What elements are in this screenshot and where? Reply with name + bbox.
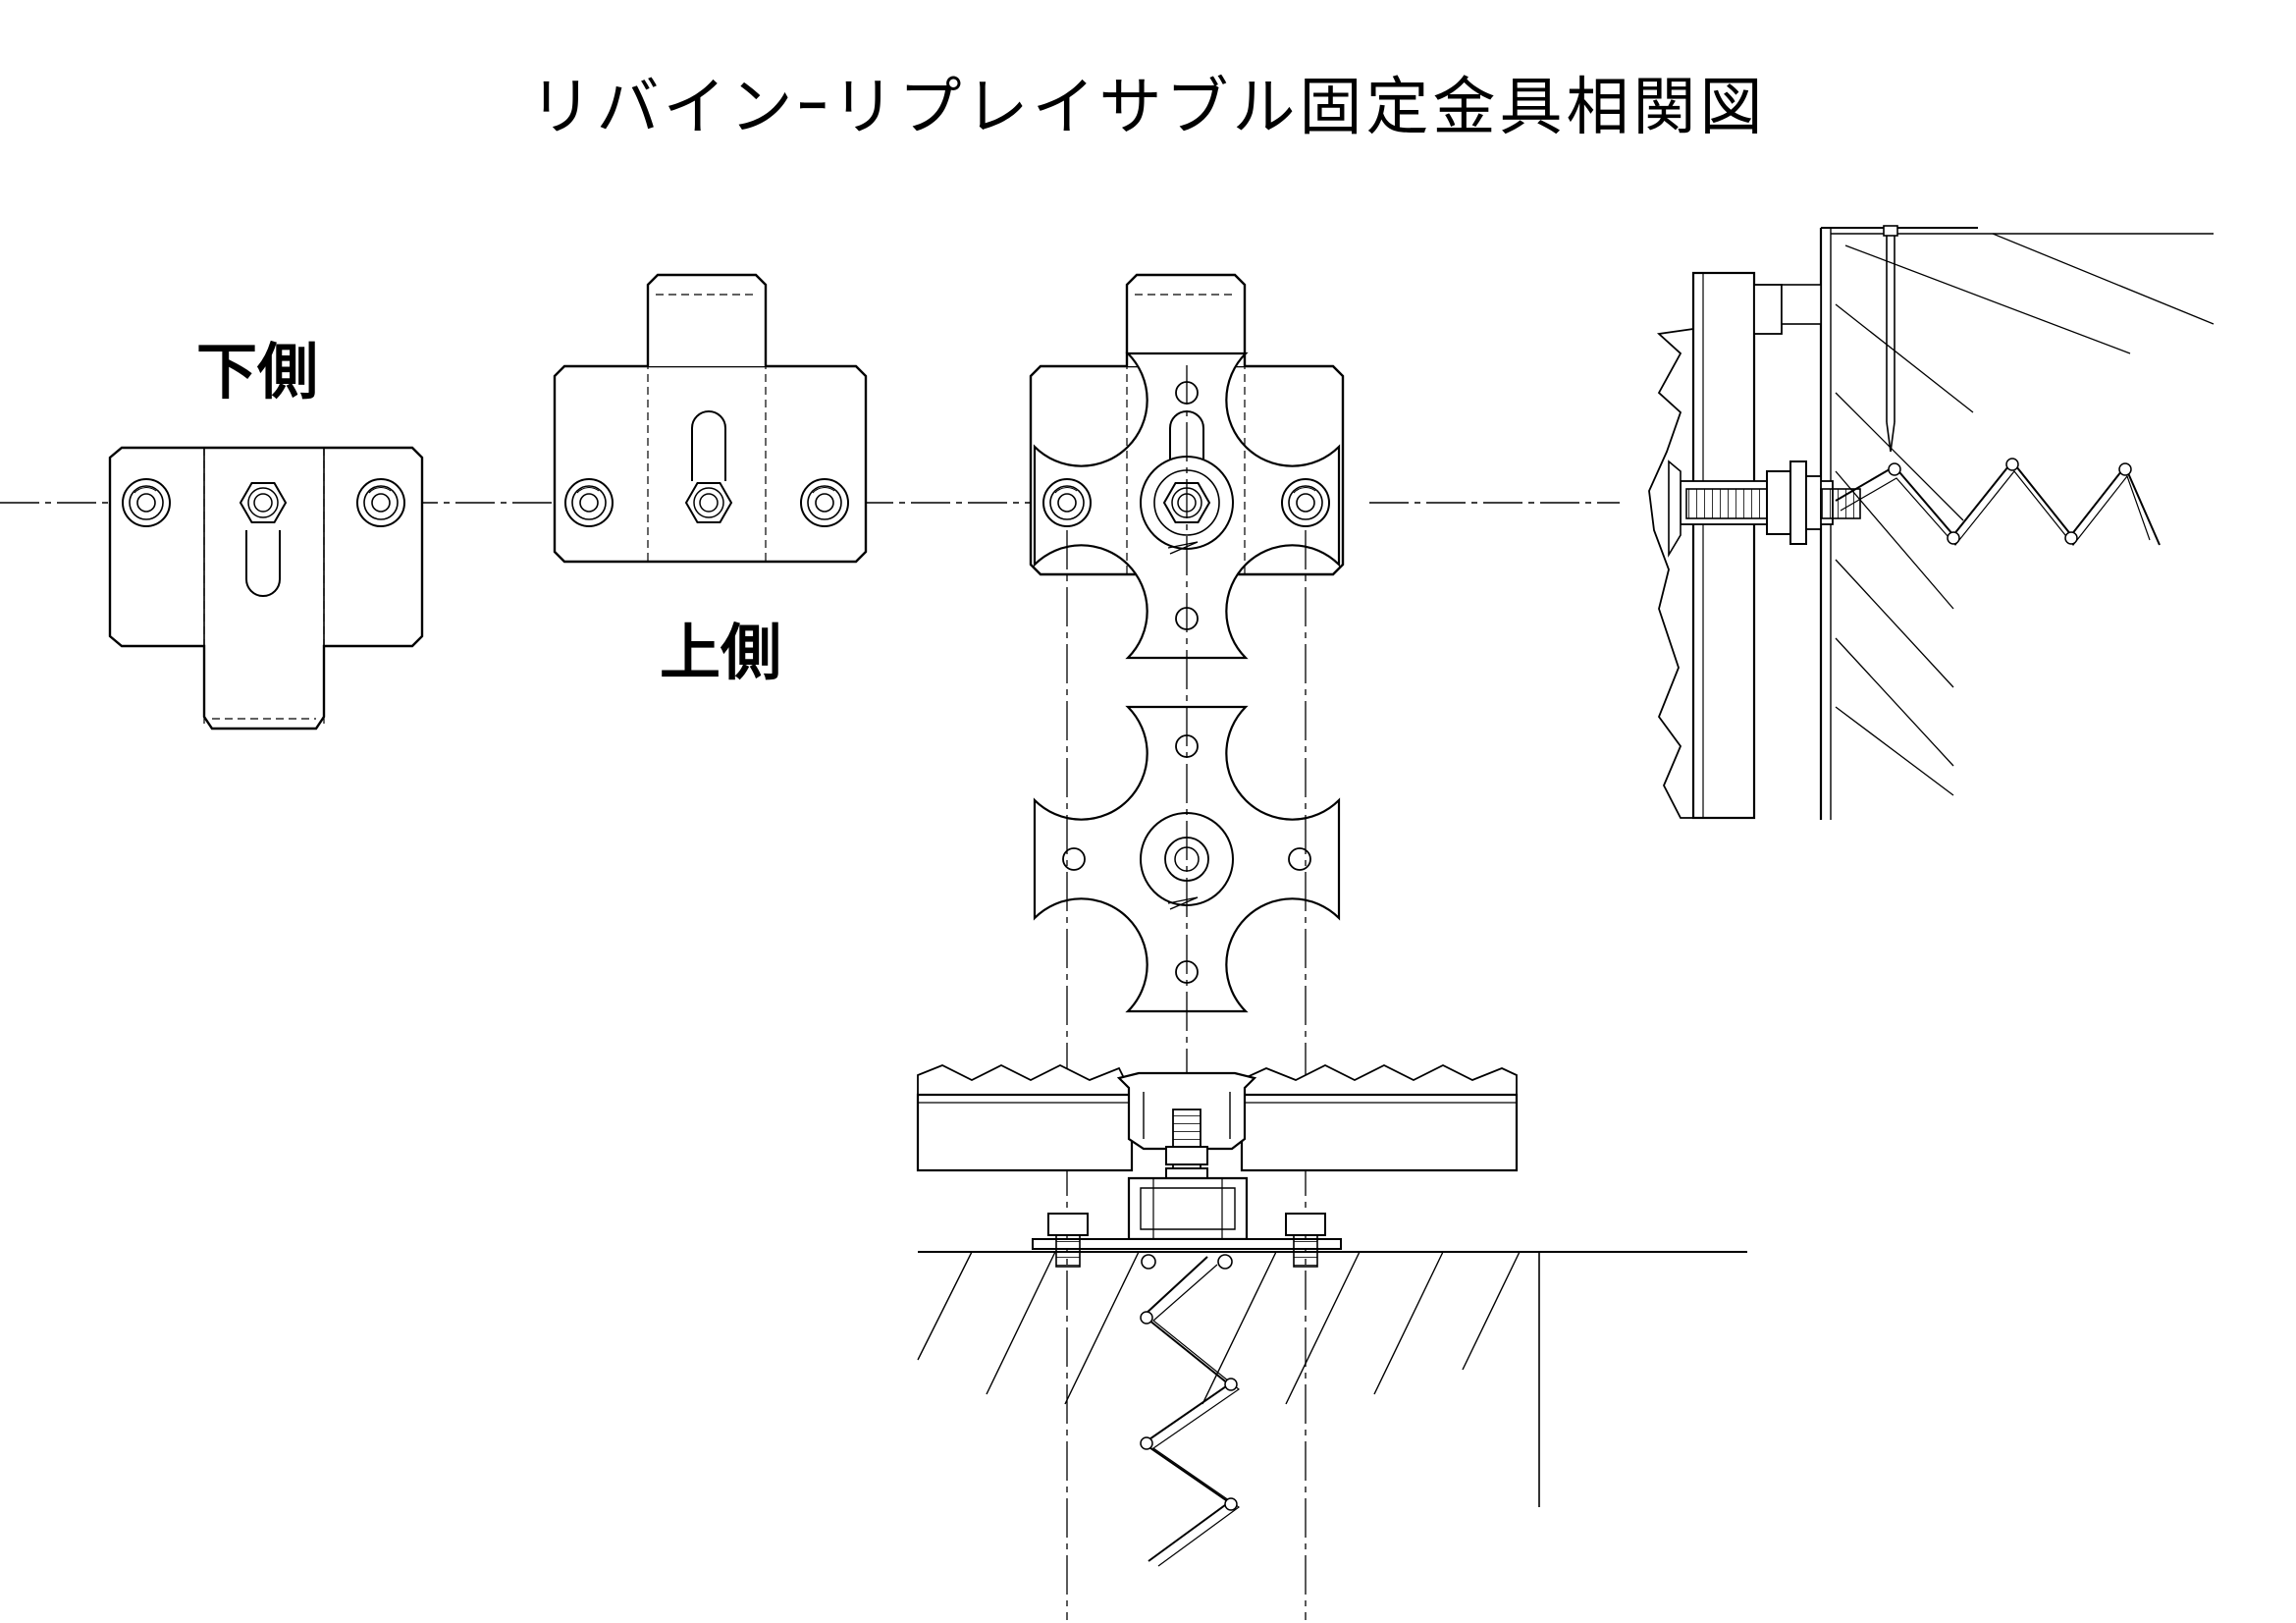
label-lower-side: 下側 <box>196 336 319 407</box>
section-wall-mount <box>1648 225 2215 820</box>
label-upper-side: 上側 <box>660 617 782 688</box>
bracket-lower-side <box>108 446 424 730</box>
section-floor-mount <box>916 1063 1747 1567</box>
diagram-title: リバインｰリプレイサブル固定金具相関図 <box>529 72 1767 144</box>
bracket-upper-side <box>553 273 868 564</box>
